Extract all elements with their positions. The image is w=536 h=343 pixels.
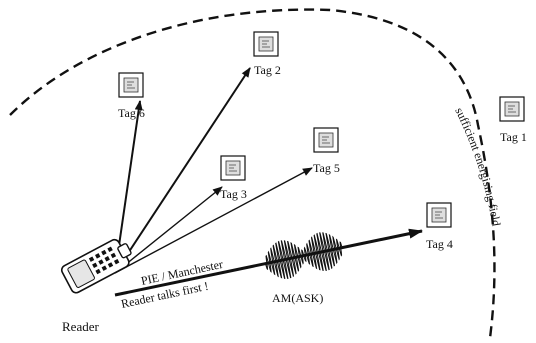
handheld-reader-icon [60, 238, 132, 294]
am-ask-wave-trace [264, 232, 343, 279]
tag-icon [220, 155, 246, 181]
arrow-to-tag-5 [114, 167, 313, 274]
tag-icon [118, 72, 144, 98]
modulation-label: AM(ASK) [272, 291, 323, 305]
tag-icon [253, 31, 279, 57]
tag-icon [499, 96, 525, 122]
am-ask-waveform [264, 232, 343, 279]
tag-3-label: Tag 3 [220, 187, 247, 201]
tag-1-label: Tag 1 [500, 130, 527, 144]
tag-2-label: Tag 2 [254, 63, 281, 77]
reader-label: Reader [62, 319, 99, 334]
tag-5-label: Tag 5 [313, 161, 340, 175]
tag-6-label: Tag 6 [118, 106, 145, 120]
tag-icon [426, 202, 452, 228]
arrow-to-tag-3 [114, 186, 223, 274]
tag-4-label: Tag 4 [426, 237, 453, 251]
energising-field-boundary [9, 8, 496, 339]
arrow-to-tag-2 [114, 67, 251, 274]
tag-icon [313, 127, 339, 153]
